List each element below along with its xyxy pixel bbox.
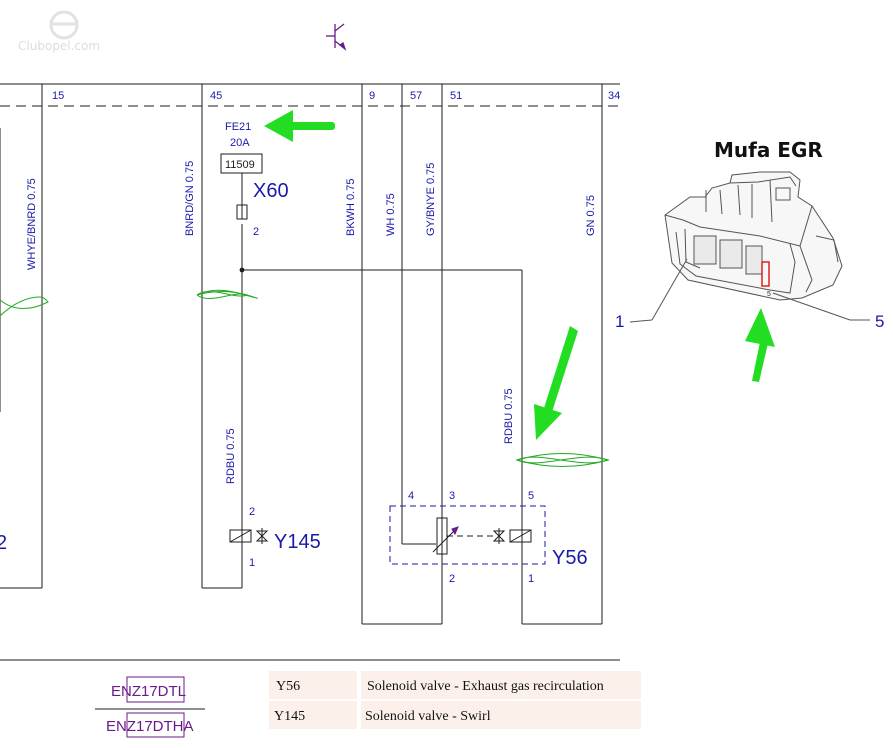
wire-label: BNRD/GN 0.75 xyxy=(184,161,196,236)
y145-solenoid-icon xyxy=(229,528,269,544)
y56-pin-1: 1 xyxy=(528,573,534,585)
y56-pin-3: 3 xyxy=(449,490,455,502)
left-partial-label: 2 xyxy=(0,532,7,554)
column-number: 45 xyxy=(210,90,222,102)
fuse-rating: 20A xyxy=(230,137,250,149)
transistor-icon xyxy=(326,23,347,51)
y145-pin-bottom: 1 xyxy=(249,557,255,569)
column-separators xyxy=(41,84,603,106)
engine-codes: ENZ17DTL ENZ17DTHA xyxy=(95,676,205,738)
watermark-text: Clubopel.com xyxy=(18,39,100,53)
column-number: 15 xyxy=(52,90,64,102)
connector-name: X60 xyxy=(253,180,289,202)
egr-connector-title: Mufa EGR xyxy=(714,138,823,162)
legend-description: Solenoid valve - Exhaust gas recirculati… xyxy=(367,679,604,694)
y56-dashed-box xyxy=(389,505,546,565)
column-number: 51 xyxy=(450,90,462,102)
egr-tiny-pin-number: 5 xyxy=(767,291,771,298)
egr-pin-highlight xyxy=(761,261,770,287)
y145-pin-top: 2 xyxy=(249,506,255,518)
y56-pin-4: 4 xyxy=(408,490,414,502)
arrow-icon xyxy=(745,308,775,382)
legend-description: Solenoid valve - Swirl xyxy=(365,709,491,724)
arrow-icon xyxy=(264,110,335,142)
wire-label: BKWH 0.75 xyxy=(345,179,357,236)
y145-label: Y145 xyxy=(274,531,321,553)
column-number: 34 xyxy=(608,90,620,102)
egr-connector-illustration xyxy=(629,171,870,323)
fuse-name: FE21 xyxy=(225,121,251,133)
y56-valve-icon xyxy=(401,506,532,566)
crossover-markers xyxy=(0,289,610,467)
legend-code: Y56 xyxy=(276,679,300,694)
splice-dot xyxy=(239,267,245,273)
y56-pin-5: 5 xyxy=(528,490,534,502)
legend-code: Y145 xyxy=(274,709,305,724)
legend-table: Y56 Solenoid valve - Exhaust gas recircu… xyxy=(269,671,641,729)
engine-code: ENZ17DTHA xyxy=(106,718,194,735)
wires xyxy=(0,106,603,625)
connector-pin: 2 xyxy=(253,226,259,238)
connector-number: 11509 xyxy=(225,159,255,171)
y56-pin-2: 2 xyxy=(449,573,455,585)
watermark-logo: Clubopel.com xyxy=(18,10,100,53)
wire-label: RDBU 0.75 xyxy=(225,428,237,484)
egr-pin-label-left: 1 xyxy=(615,312,624,331)
wire-label: RDBU 0.75 xyxy=(503,388,515,444)
wire-label: GN 0.75 xyxy=(585,195,597,236)
wire-label: GY/BNYE 0.75 xyxy=(425,163,437,236)
y56-label: Y56 xyxy=(552,547,588,569)
column-number: 9 xyxy=(369,90,375,102)
arrow-icon xyxy=(534,326,578,440)
egr-pin-label-right: 5 xyxy=(875,312,884,331)
engine-code: ENZ17DTL xyxy=(111,683,186,700)
fuse-icon xyxy=(236,204,248,220)
wire-label: WH 0.75 xyxy=(385,193,397,236)
column-number: 57 xyxy=(410,90,422,102)
wire-label: WHYE/BNRD 0.75 xyxy=(26,178,38,270)
